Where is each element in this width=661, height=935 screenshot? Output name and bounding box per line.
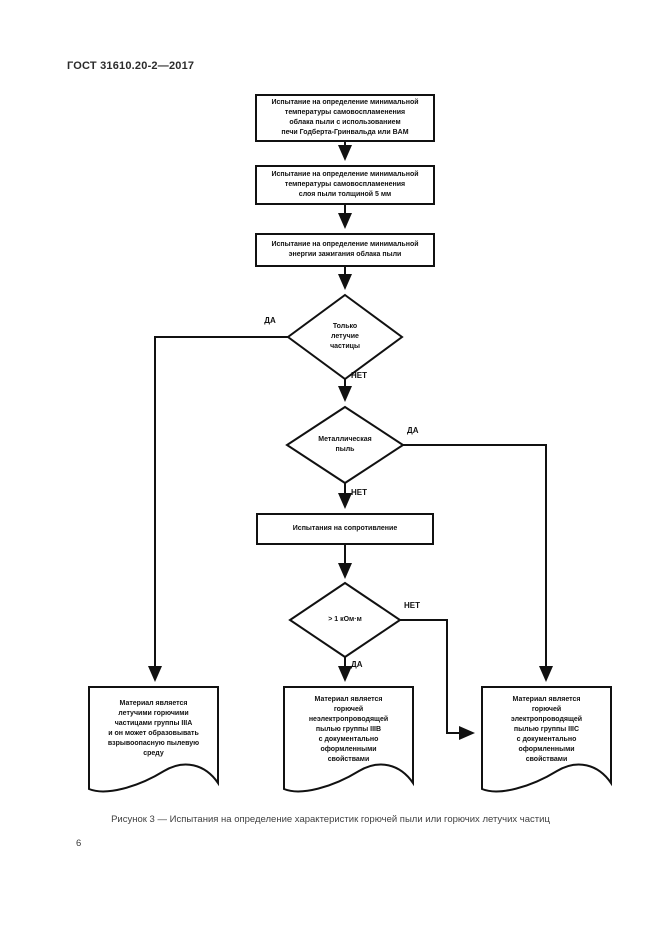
branch-label-decision2-no: НЕТ (351, 488, 367, 497)
document-label-group-iiib: Материал является горючей неэлектропрово… (308, 696, 389, 763)
decision-label-metal-dust: Металлическая пыль (318, 436, 372, 453)
branch-label-decision2-yes: ДА (407, 426, 419, 435)
connector-decision3-no-doc-iiic (400, 619, 475, 740)
decision-diamond-resistivity (288, 581, 402, 659)
process-box-min-ignition-energy: Испытание на определение минимальной эне… (255, 233, 435, 267)
process-box-resistance-test: Испытания на сопротивление (256, 513, 434, 545)
branch-label-decision3-no: НЕТ (404, 601, 420, 610)
branch-label-decision1-no: НЕТ (351, 371, 367, 380)
document-label-group-iiic: Материал является горючей электропроводя… (510, 696, 583, 763)
document-header: ГОСТ 31610.20-2—2017 (67, 60, 195, 72)
connector-decision2-yes-doc-iiic (403, 444, 553, 682)
page-number: 6 (76, 838, 82, 849)
branch-label-decision3-yes: ДА (351, 660, 363, 669)
process-box-min-ignition-temp-cloud: Испытание на определение минимальной тем… (255, 94, 435, 142)
decision-label-only-flyings: Только летучие частицы (330, 323, 360, 350)
connector-decision1-yes-doc-iiia (148, 336, 288, 682)
decision-label-resistivity: > 1 кОм·м (328, 616, 362, 623)
figure-caption: Рисунок 3 — Испытания на определение хар… (111, 814, 550, 825)
branch-label-decision1-yes: ДА (264, 316, 276, 325)
process-box-min-ignition-temp-layer: Испытание на определение минимальной тем… (255, 165, 435, 205)
document-label-group-iiia: Материал является летучими горючими част… (107, 700, 200, 757)
decision-diamond-metal-dust (285, 405, 405, 485)
decision-diamond-only-flyings (286, 293, 404, 381)
